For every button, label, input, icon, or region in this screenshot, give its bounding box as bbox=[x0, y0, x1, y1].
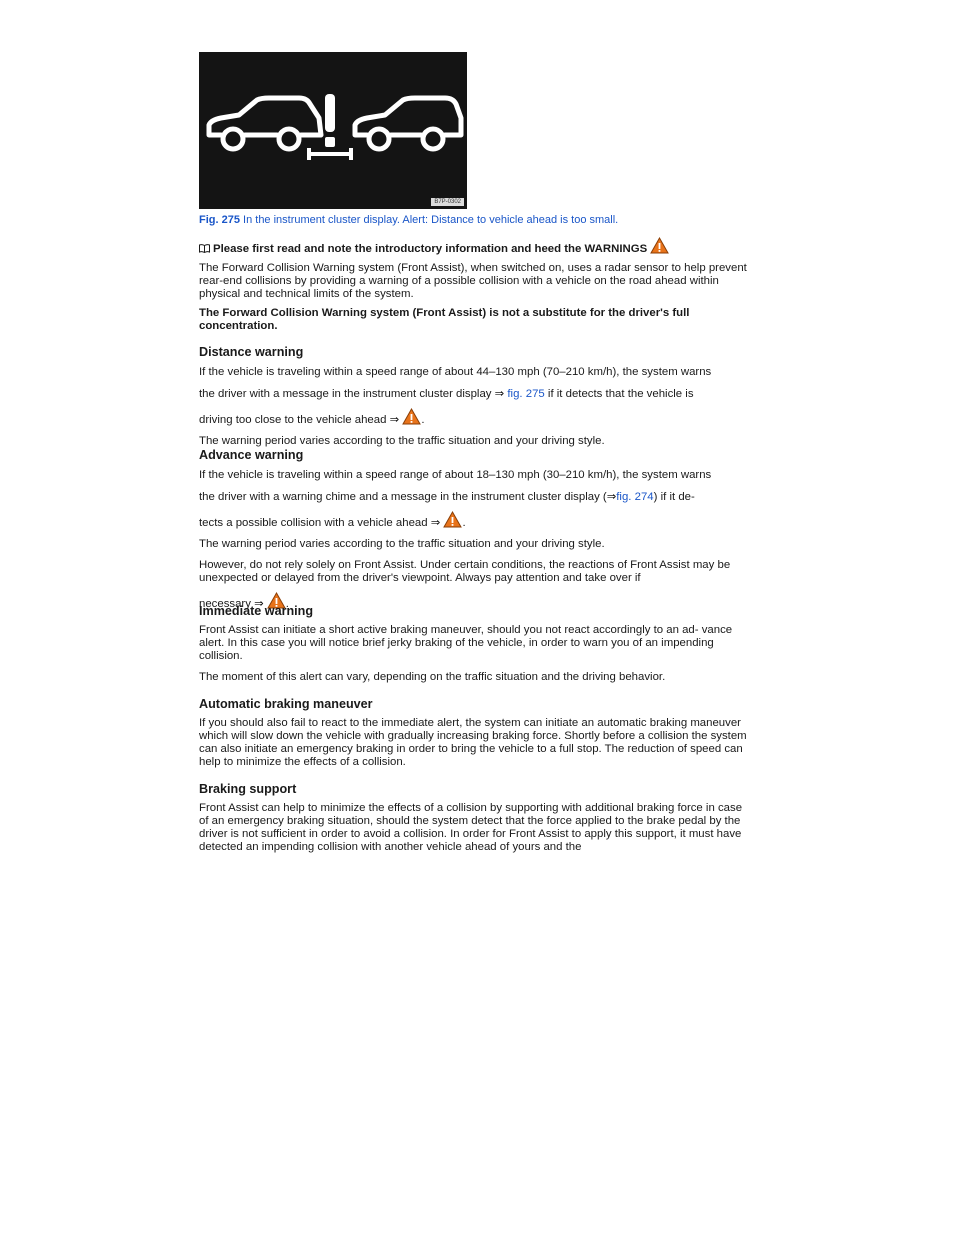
advance-line-2a: the driver with a warning chime and a me… bbox=[199, 491, 617, 503]
advance-para-3b-text: necessary ⇒ bbox=[199, 598, 264, 610]
distance-line-1: If the vehicle is traveling within a spe… bbox=[199, 366, 712, 378]
section-braking-support: Braking support Front Assist can help to… bbox=[199, 782, 747, 854]
bold-paragraph: The Forward Collision Warning system (Fr… bbox=[199, 307, 747, 333]
bold-paragraph-text: The Forward Collision Warning system (Fr… bbox=[199, 307, 690, 332]
section-advance-warning: Advance warning If the vehicle is travel… bbox=[199, 448, 747, 611]
section-heading: Immediate warning bbox=[199, 604, 314, 618]
advance-line-2b: ) if it de- bbox=[653, 491, 695, 503]
advance-para-3: However, do not rely solely on Front Ass… bbox=[199, 559, 731, 584]
book-icon bbox=[199, 244, 210, 253]
advance-para-2: The warning period varies according to t… bbox=[199, 538, 605, 550]
distance-warning-illustration bbox=[206, 94, 464, 160]
warning-icon[interactable] bbox=[650, 237, 670, 254]
section-immediate-warning: Immediate warning Front Assist can initi… bbox=[199, 604, 747, 684]
section-automatic-braking: Automatic braking maneuver If you should… bbox=[199, 697, 747, 769]
advance-line-1: If the vehicle is traveling within a spe… bbox=[199, 469, 712, 481]
automatic-para-1: If you should also fail to react to the … bbox=[199, 717, 747, 768]
advance-line-3: tects a possible collision with a vehicl… bbox=[199, 511, 747, 530]
section-heading: Braking support bbox=[199, 782, 297, 796]
cluster-display-figure: B7P-0302 bbox=[199, 52, 467, 209]
section-distance-warning: Distance warning If the vehicle is trave… bbox=[199, 345, 747, 448]
support-para-1: Front Assist can help to minimize the ef… bbox=[199, 802, 743, 853]
intro-notice: Please first read and note the introduct… bbox=[199, 237, 747, 256]
distance-line-3-text: driving too close to the vehicle ahead ⇒ bbox=[199, 414, 400, 426]
advance-para-3b: necessary ⇒ . bbox=[199, 592, 747, 611]
figure-caption: Fig. 275 In the instrument cluster displ… bbox=[199, 214, 618, 226]
warning-icon[interactable] bbox=[402, 408, 422, 425]
distance-line-2a: the driver with a message in the instrum… bbox=[199, 388, 505, 400]
fig-275-link[interactable]: fig. 275 bbox=[507, 388, 545, 400]
caption-text: In the instrument cluster display. Alert… bbox=[243, 214, 619, 226]
intro-paragraph-text: The Forward Collision Warning system (Fr… bbox=[199, 262, 747, 300]
section-heading: Distance warning bbox=[199, 345, 304, 359]
section-heading: Advance warning bbox=[199, 448, 304, 462]
advance-line-2: the driver with a warning chime and a me… bbox=[199, 491, 747, 504]
fig-274-link[interactable]: fig. 274 bbox=[616, 491, 654, 503]
distance-para-2: The warning period varies according to t… bbox=[199, 435, 605, 447]
distance-line-2b: if it detects that the vehicle is bbox=[544, 388, 694, 400]
immediate-para-2: The moment of this alert can vary, depen… bbox=[199, 671, 666, 683]
section-heading: Automatic braking maneuver bbox=[199, 697, 373, 711]
distance-line-3: driving too close to the vehicle ahead ⇒… bbox=[199, 408, 747, 427]
warning-icon[interactable] bbox=[443, 511, 463, 528]
intro-paragraph: The Forward Collision Warning system (Fr… bbox=[199, 262, 747, 301]
immediate-para-1: Front Assist can initiate a short active… bbox=[199, 624, 733, 662]
caption-figure-ref: Fig. 275 bbox=[199, 214, 240, 226]
figure-code: B7P-0302 bbox=[431, 198, 464, 206]
warning-icon[interactable] bbox=[266, 592, 286, 609]
advance-line-3-text: tects a possible collision with a vehicl… bbox=[199, 517, 441, 529]
distance-line-2: the driver with a message in the instrum… bbox=[199, 388, 747, 401]
intro-notice-text: Please first read and note the introduct… bbox=[213, 243, 648, 255]
